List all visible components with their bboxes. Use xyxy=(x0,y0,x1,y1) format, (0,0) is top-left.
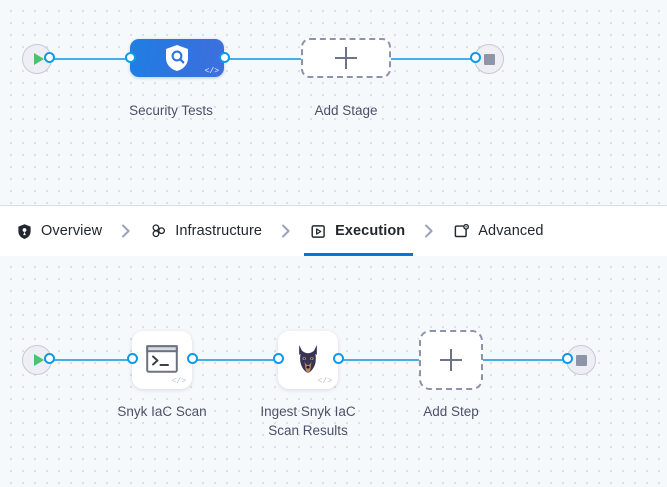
add-stage-button[interactable] xyxy=(301,38,391,78)
chevron-right-icon xyxy=(425,224,433,238)
stage-label: Security Tests xyxy=(129,103,213,118)
terminal-icon xyxy=(146,345,178,373)
add-stage-label: Add Stage xyxy=(314,103,378,118)
chevron-right-icon xyxy=(122,224,130,238)
step-code-badge: </> xyxy=(171,377,186,386)
stage-input-port[interactable] xyxy=(125,52,136,63)
connector-stage-to-add-stage xyxy=(222,57,304,60)
plus-icon xyxy=(440,349,462,371)
stop-icon xyxy=(483,53,495,65)
play-icon xyxy=(33,354,44,366)
connector-step2-to-add-step xyxy=(336,358,422,361)
tab-overview[interactable]: Overview xyxy=(14,206,104,256)
add-step-label: Add Step xyxy=(423,404,479,419)
stage-code-badge: </> xyxy=(204,67,219,76)
harness-doberman-icon xyxy=(299,344,317,373)
step2-label: Ingest Snyk IaC Scan Results xyxy=(260,404,356,438)
tab-execution[interactable]: Execution xyxy=(304,206,414,256)
play-icon xyxy=(33,53,44,65)
connector-start-to-stage xyxy=(44,57,136,60)
stage-node-security-tests[interactable]: </> xyxy=(130,39,224,77)
execution-start-output-port[interactable] xyxy=(44,353,55,364)
start-output-port[interactable] xyxy=(44,52,55,63)
connector-step1-to-step2 xyxy=(190,358,282,361)
tab-separator-2 xyxy=(264,224,308,238)
plus-icon xyxy=(335,47,357,69)
tab-separator-3 xyxy=(407,224,451,238)
execution-steps-canvas[interactable]: </> Snyk IaC Scan </> Ingest Snyk IaC Sc… xyxy=(0,256,667,487)
step1-output-port[interactable] xyxy=(187,353,198,364)
connector-add-stage-to-end xyxy=(388,57,480,60)
tab-infrastructure[interactable]: Infrastructure xyxy=(148,206,264,256)
execution-end-input-port[interactable] xyxy=(562,353,573,364)
chevron-right-icon xyxy=(282,224,290,238)
tab-active-underline xyxy=(304,253,414,256)
stage-output-port[interactable] xyxy=(219,52,230,63)
infrastructure-nodes-icon xyxy=(152,223,166,237)
connector-start-to-step1 xyxy=(44,358,136,361)
step1-input-port[interactable] xyxy=(127,353,138,364)
step-node-ingest-snyk-results[interactable]: </> xyxy=(278,331,338,389)
stop-icon xyxy=(575,354,587,366)
step2-output-port[interactable] xyxy=(333,353,344,364)
step1-label: Snyk IaC Scan xyxy=(117,404,207,419)
execution-play-box-icon xyxy=(311,224,325,238)
tab-advanced[interactable]: Advanced xyxy=(451,206,545,256)
stages-canvas[interactable]: </> Security Tests Add Stage xyxy=(0,0,667,205)
connector-add-step-to-end xyxy=(482,358,572,361)
advanced-gear-box-icon xyxy=(454,223,470,237)
step-node-snyk-iac-scan[interactable]: </> xyxy=(132,331,192,389)
tab-advanced-label: Advanced xyxy=(478,223,544,239)
tab-infrastructure-label: Infrastructure xyxy=(175,223,263,239)
shield-icon xyxy=(18,223,31,239)
end-input-port[interactable] xyxy=(470,52,481,63)
stage-config-tabbar: Overview Infrastructure xyxy=(0,205,667,256)
add-step-button[interactable] xyxy=(419,330,483,390)
shield-search-icon xyxy=(166,45,188,71)
execution-start-node[interactable] xyxy=(22,345,52,375)
step-code-badge: </> xyxy=(317,377,332,386)
tab-overview-label: Overview xyxy=(41,223,103,239)
tab-execution-label: Execution xyxy=(335,223,406,239)
tab-separator-1 xyxy=(104,224,148,238)
step2-input-port[interactable] xyxy=(273,353,284,364)
